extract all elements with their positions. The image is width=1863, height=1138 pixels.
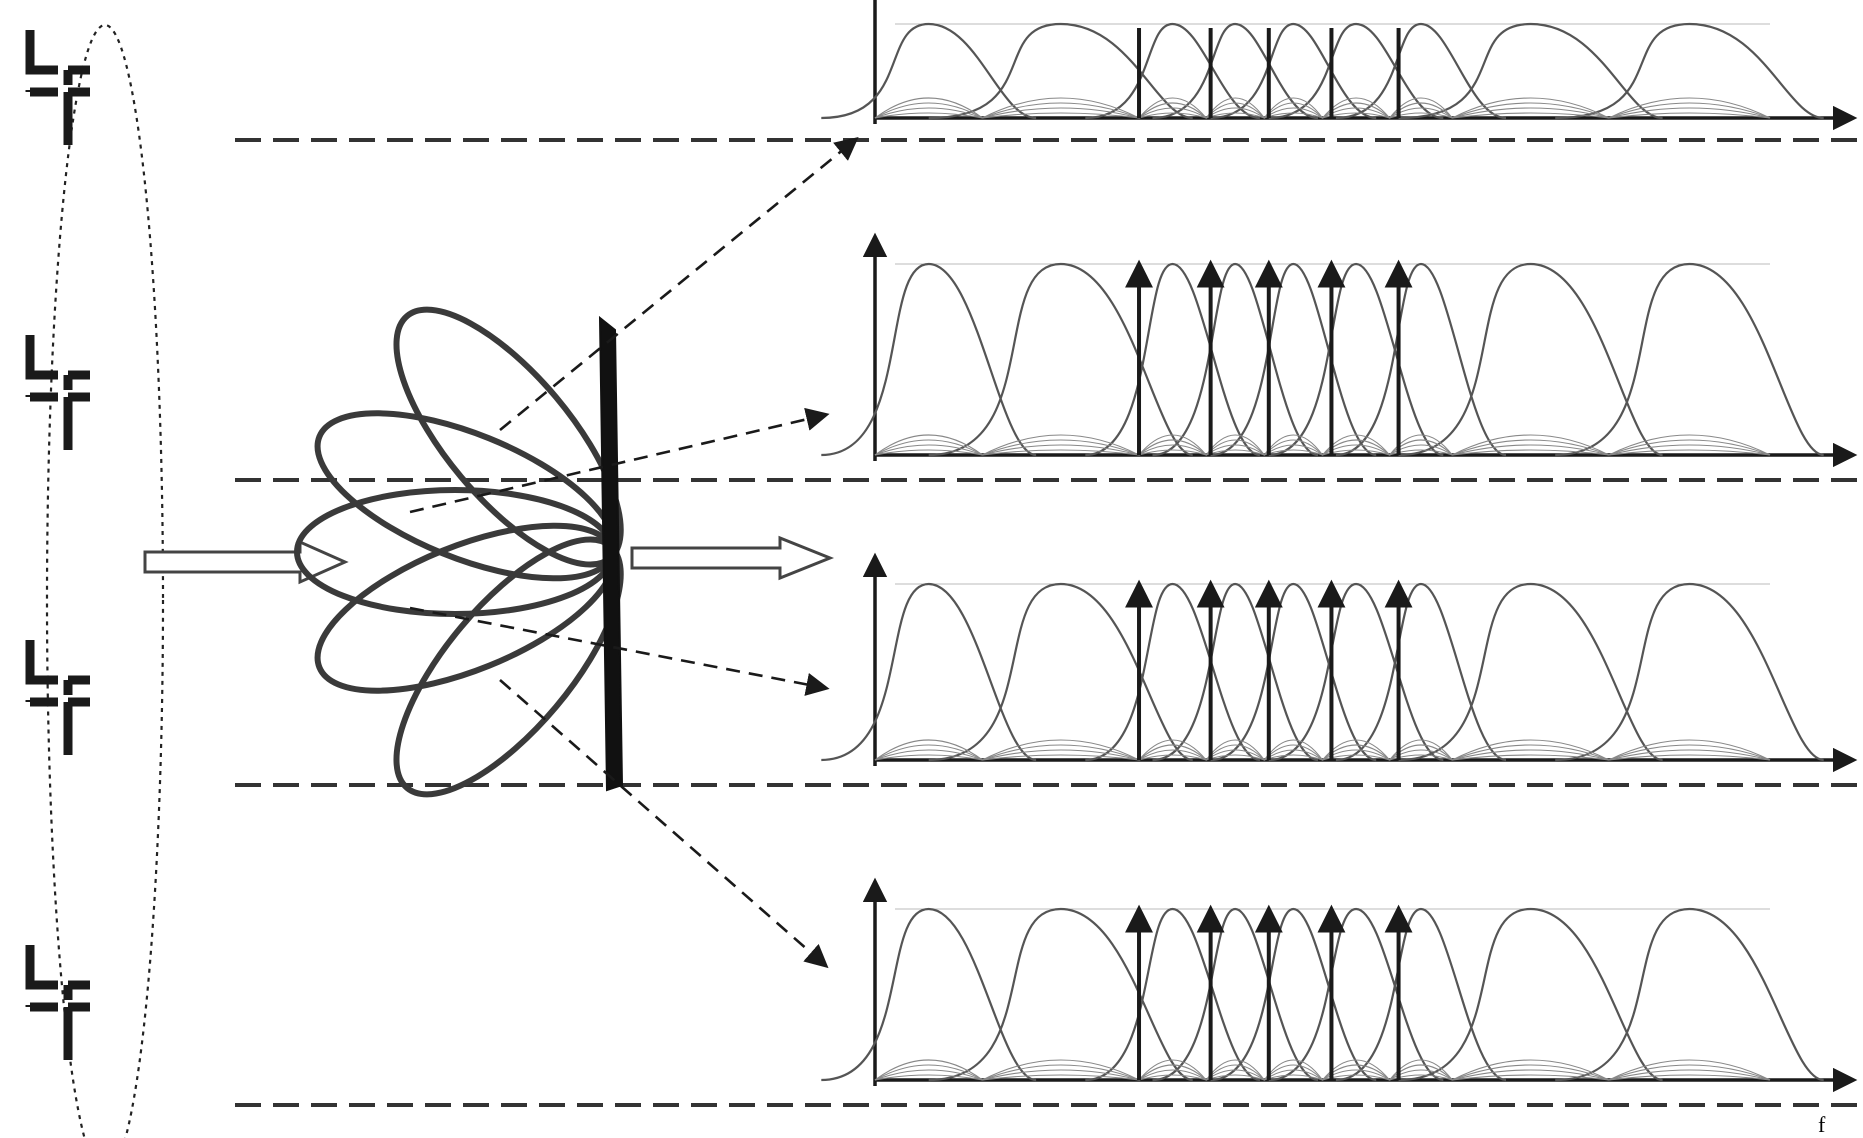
antenna-right-arm	[63, 370, 90, 390]
spectrum-curve	[821, 907, 1037, 1082]
spectrum-curve	[1555, 582, 1824, 762]
antenna-feed	[25, 392, 73, 450]
beam-lobe	[314, 410, 618, 582]
spectrum-curve	[1210, 582, 1377, 762]
antenna-element	[25, 945, 90, 1060]
spectrum-curve	[928, 582, 1193, 762]
antenna-feed	[25, 697, 73, 755]
spectrum-sidelobe	[874, 1074, 1771, 1081]
spectrum-curve	[1210, 262, 1377, 457]
spectrum-sidelobe	[874, 449, 1771, 456]
spectrum-sidelobe	[874, 754, 1771, 761]
spectrum-sidelobe	[874, 744, 1771, 761]
spectrum-panel	[821, 552, 1858, 773]
array-enclosure-ellipse	[45, 24, 165, 1138]
antenna-array	[25, 24, 165, 1138]
spectrum-panel	[821, 877, 1858, 1093]
spectrum-panels	[821, 0, 1858, 1093]
spectrum-sidelobe	[874, 97, 1771, 119]
spectrum-sidelobe	[874, 107, 1771, 119]
beam-direction-arrows	[409, 137, 859, 969]
spectrum-sidelobe	[874, 439, 1771, 456]
spectrum-sidelobe	[874, 1069, 1771, 1081]
spectrum-curve	[1152, 907, 1319, 1082]
beam-direction-arrow	[409, 407, 830, 514]
spectrum-sidelobe	[874, 749, 1771, 761]
spectrum-sidelobe	[874, 1059, 1771, 1081]
beam-direction-arrow	[499, 679, 829, 969]
output-signal-arrow	[630, 535, 835, 581]
spectrum-curve	[1398, 262, 1663, 457]
frequency-axis-label: f	[1818, 1112, 1826, 1137]
beam-lobe	[314, 522, 618, 694]
spectrum-curve	[928, 907, 1193, 1082]
beamformer-plate	[598, 315, 624, 792]
spectrum-curve	[1268, 907, 1444, 1082]
spectrum-curve	[1268, 22, 1444, 120]
spectrum-curve	[1152, 262, 1319, 457]
antenna-right-arm	[63, 675, 90, 695]
spectrum-curve	[1398, 907, 1663, 1082]
spectrum-curve	[928, 262, 1193, 457]
spectrum-sidelobe	[874, 739, 1771, 761]
antenna-right-arm	[63, 980, 90, 1000]
beam-lobe	[294, 487, 616, 617]
spectrum-curve	[1268, 582, 1444, 762]
spectrum-curve	[1335, 262, 1507, 457]
spectrum-curve	[1152, 22, 1319, 120]
antenna-element	[25, 335, 90, 450]
antenna-feed	[25, 1002, 73, 1060]
spectrum-sidelobe	[874, 434, 1771, 456]
spectrum-curve	[1398, 582, 1663, 762]
spectrum-curve	[1210, 22, 1377, 120]
antenna-element	[25, 30, 90, 145]
antenna-feed	[25, 87, 73, 145]
spectrum-curve	[821, 22, 1037, 120]
spectrum-curve	[1335, 582, 1507, 762]
spectrum-curve	[1210, 907, 1377, 1082]
antenna-left-arm	[25, 335, 58, 380]
antenna-right-arm	[63, 65, 90, 85]
dashed-separators	[235, 138, 1860, 1107]
spectrum-panel	[821, 0, 1858, 131]
spectrum-curve	[1555, 22, 1824, 120]
beam-direction-arrow	[409, 606, 830, 696]
spectrum-curve	[1335, 22, 1507, 120]
spectrum-curve	[1335, 907, 1507, 1082]
spectrum-sidelobe	[874, 444, 1771, 456]
beam-direction-arrow	[499, 137, 859, 432]
spectrum-curve	[928, 22, 1193, 120]
antenna-left-arm	[25, 640, 58, 685]
spectrum-curve	[1555, 262, 1824, 457]
spectrum-curve	[1085, 582, 1261, 762]
spectrum-curve	[1268, 262, 1444, 457]
antenna-element	[25, 640, 90, 755]
antenna-left-arm	[25, 30, 58, 75]
spectrum-sidelobe	[874, 102, 1771, 119]
spectrum-curve	[1085, 22, 1261, 120]
spectrum-sidelobe	[874, 112, 1771, 119]
spectrum-curve	[821, 582, 1037, 762]
spectrum-panel	[821, 232, 1858, 468]
spectrum-curve	[1085, 907, 1261, 1082]
spectrum-curve	[1555, 907, 1824, 1082]
spectrum-curve	[1152, 582, 1319, 762]
input-signal-arrow	[143, 539, 349, 585]
spectrum-curve	[1085, 262, 1261, 457]
spectrum-sidelobe	[874, 1064, 1771, 1081]
spectrum-curve	[821, 262, 1037, 457]
antenna-left-arm	[25, 945, 58, 990]
